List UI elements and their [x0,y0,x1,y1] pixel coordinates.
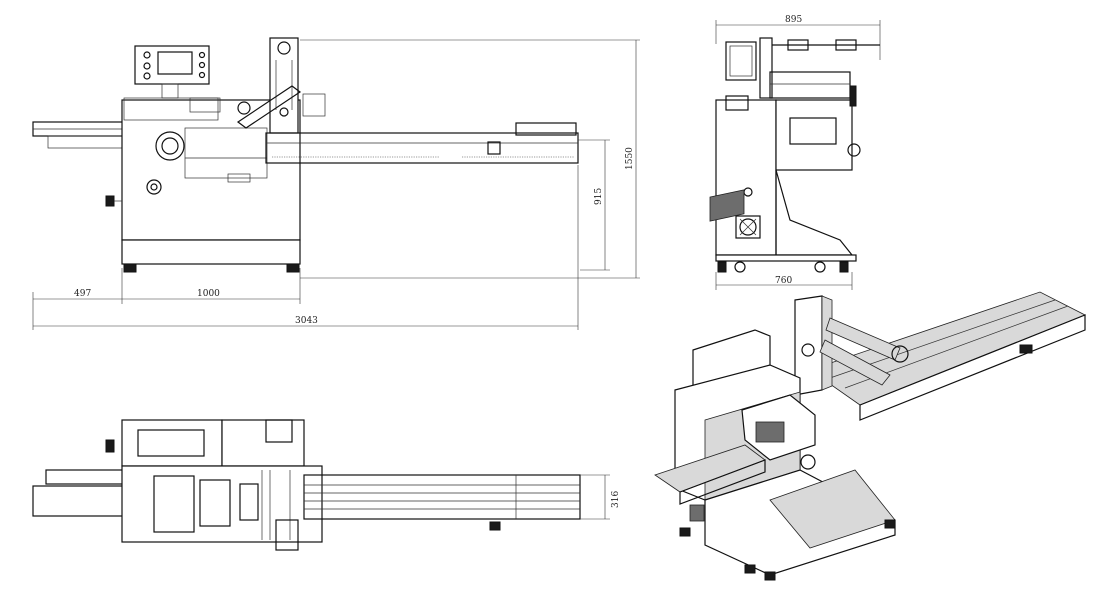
dim-length-a: 497 [74,289,91,299]
dim-height-table: 915 [594,188,604,205]
top-plan-view: 316 [32,419,621,551]
front-elevation-view: 497 1000 3043 915 1550 [32,37,640,330]
dim-width: 316 [611,491,621,508]
dim-height-total: 1550 [625,147,635,170]
dim-width-top: 895 [785,15,802,25]
dim-length-b: 1000 [197,289,220,299]
side-elevation-view: 895 760 [715,15,881,290]
isometric-view [654,189,1086,581]
dim-length-total: 3043 [295,316,318,326]
dim-width-base: 760 [775,276,792,286]
